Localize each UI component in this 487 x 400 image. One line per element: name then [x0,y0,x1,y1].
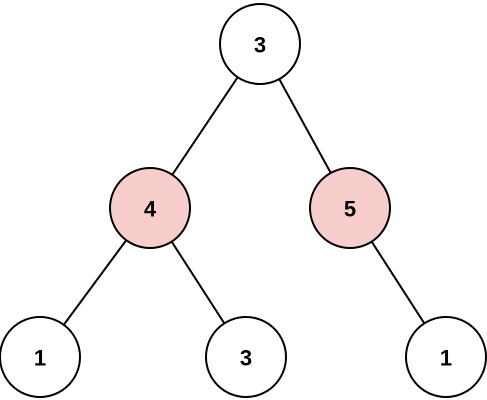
tree-node-left: 4 [109,167,191,249]
node-circle-right-right [405,316,487,398]
tree-node-right-right: 1 [405,316,487,398]
tree-node-root: 3 [219,3,301,85]
node-circle-left-left [0,316,81,398]
node-label-root: 3 [254,33,266,58]
node-circle-root [219,3,301,85]
node-label-left-right: 3 [240,346,252,371]
node-label-right: 5 [344,197,356,222]
node-circle-right [309,167,391,249]
node-circle-left-right [205,316,287,398]
tree-node-left-right: 3 [205,316,287,398]
tree-node-right: 5 [309,167,391,249]
tree-node-left-left: 1 [0,316,81,398]
node-label-left-left: 1 [34,346,46,371]
node-label-right-right: 1 [440,346,452,371]
node-circle-left [109,167,191,249]
node-label-left: 4 [144,197,157,222]
